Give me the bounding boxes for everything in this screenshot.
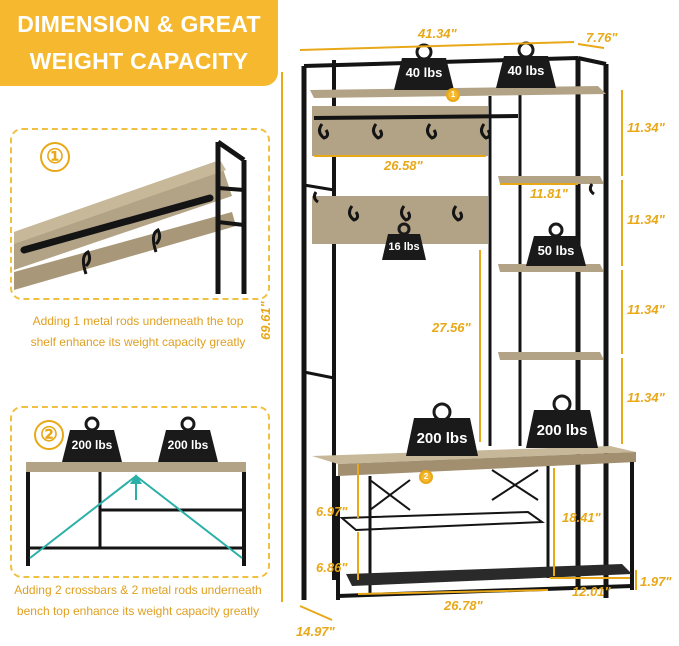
weight-icon [526, 394, 598, 448]
dim-board-width: 26.58" [384, 158, 423, 173]
dimension-lines [281, 41, 637, 621]
crossbar-left [29, 475, 137, 559]
top-shelf-weight-left: 40 lbs [405, 65, 443, 80]
callout1-caption-line-1: Adding 1 metal rods underneath the top [32, 314, 244, 328]
dim-bench-height: 18.41" [562, 510, 601, 525]
dim-hanging-height: 27.56" [432, 320, 471, 335]
dim-shelf-gap-1: 11.34" [627, 120, 665, 135]
callout2-caption: Adding 2 crossbars & 2 metal rods undern… [0, 580, 276, 622]
dim-foot-height: 1.97" [640, 574, 672, 589]
weight-icon [406, 402, 478, 456]
hook-icon [317, 123, 330, 140]
bench-weight-right: 200 lbs [536, 422, 588, 439]
callout-panel-bench-crossbars [10, 406, 270, 578]
dim-width: 41.34" [418, 26, 457, 41]
hook-icon [371, 123, 384, 140]
hook-icon [588, 183, 595, 196]
dim-depth: 7.76" [586, 30, 618, 45]
dim-lower-shelf-gap: 6.97" [316, 504, 348, 519]
weight-icon [394, 43, 454, 90]
callout-panel-top-rod [10, 128, 270, 300]
bench-weight-left: 200 lbs [416, 430, 468, 447]
banner-title-line-2: WEIGHT CAPACITY [29, 48, 249, 74]
hook-icon [347, 205, 360, 222]
closeup-top-shelf [14, 139, 247, 294]
dim-shelf-depth: 12.01" [572, 584, 611, 599]
title-banner: DIMENSION & GREAT WEIGHT CAPACITY [0, 0, 278, 86]
metal-rod [20, 194, 214, 254]
weight-icon [526, 222, 586, 266]
dim-height: 69.61" [258, 301, 273, 340]
bench-closeup-weight-left: 200 lbs [71, 438, 113, 452]
weight-icon [62, 416, 122, 462]
dim-bottom-shelf-gap: 6.86" [316, 560, 348, 575]
weight-icon [158, 416, 218, 462]
callout2-caption-line-2: bench top enhance its weight capacity gr… [16, 604, 260, 618]
weight-icon [382, 222, 426, 260]
dim-shelf-gap-2: 11.34" [627, 212, 665, 227]
hook-icon [451, 205, 464, 222]
hook-icon [399, 205, 412, 222]
hook-board-weight: 16 lbs [388, 241, 420, 253]
hook-icon [479, 123, 492, 140]
dim-shelf-width: 11.81" [530, 186, 568, 201]
dim-shelf-gap-3: 11.34" [627, 302, 665, 317]
banner-title-line-1: DIMENSION & GREAT [17, 11, 261, 37]
callout2-caption-line-1: Adding 2 crossbars & 2 metal rods undern… [14, 583, 262, 597]
dim-bench-width: 26.78" [444, 598, 483, 613]
arrow-up-icon [130, 474, 142, 484]
hook-icon [81, 249, 92, 275]
dim-shelf-gap-4: 11.34" [627, 390, 665, 405]
callout-number-1: ① [40, 142, 70, 172]
marker-bench: 2 [419, 470, 433, 484]
hook-icon [151, 227, 162, 253]
hook-icon [312, 191, 319, 204]
marker-top-shelf: 1 [446, 88, 460, 102]
callout1-caption-line-2: shelf enhance its weight capacity greatl… [30, 335, 246, 349]
bench-closeup-weight-right: 200 lbs [167, 438, 209, 452]
dim-base-depth: 14.97" [296, 624, 335, 639]
callout-number-2: ② [34, 420, 64, 450]
top-shelf-weight-right: 40 lbs [507, 63, 545, 78]
callout1-caption: Adding 1 metal rods underneath the top s… [12, 311, 264, 353]
hook-icon [425, 123, 438, 140]
crossbar-right [135, 475, 243, 559]
coat-hooks [312, 123, 595, 222]
closeup-bench [26, 416, 246, 566]
shelf-weight: 50 lbs [537, 243, 575, 258]
